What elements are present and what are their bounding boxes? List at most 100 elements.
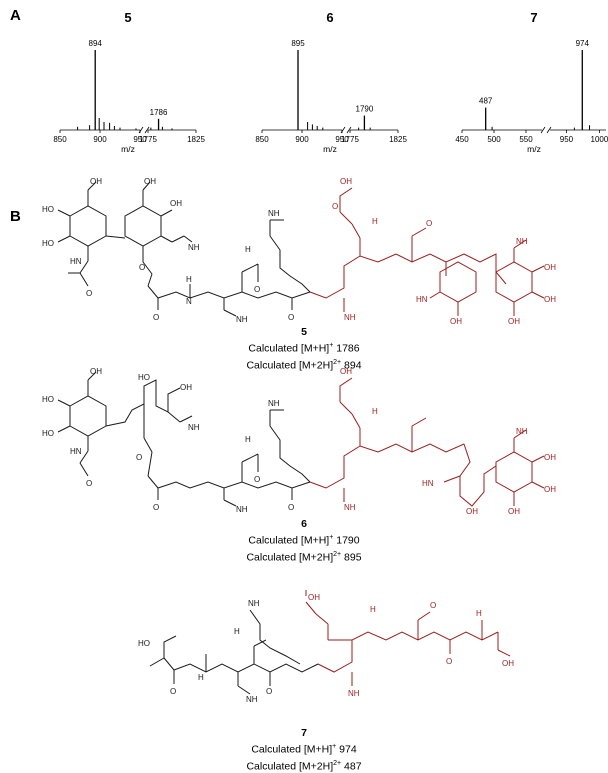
atom-ho: HO [138,373,150,382]
peptide-black: HO O H NH NH H O [138,599,318,704]
atom-oh: OH [450,317,462,326]
atom-o: O [86,479,92,488]
caption-7: 7 Calculated [M+H]+ 974 Calculated [M+2H… [0,727,608,773]
panel-label-b: B [10,208,21,225]
x-tick-label: 500 [487,135,501,144]
atom-oh: OH [340,177,352,186]
atom-oh: OH [170,199,182,208]
atom-oh: OH [544,485,556,494]
atom-hn: HN [70,257,82,266]
calc-m2h-line: Calculated [M+2H]2+ 487 [0,757,608,773]
atom-o: O [288,313,294,322]
compound-number: 6 [0,518,608,531]
atom-oh: OH [544,295,556,304]
atom-nh2: NH [236,315,248,324]
atom-oh: OH [502,659,514,668]
calc-m2h-line: Calculated [M+2H]2+ 895 [0,548,608,565]
calc-mh-line: Calculated [M+H]+ 1790 [0,531,608,548]
compound-number: 7 [0,727,608,740]
atom-nh2: NH [268,209,280,218]
calc-mh-line: Calculated [M+H]+ 974 [0,740,608,757]
atom-ho: HO [42,205,54,214]
caption-6: 6 Calculated [M+H]+ 1790 Calculated [M+2… [0,518,608,564]
x-tick-label: 550 [519,135,533,144]
atom-o: O [266,687,272,696]
atom-hn: HN [70,447,82,456]
x-tick-label: 1775 [341,135,359,144]
atom-nh2: NH [344,313,356,322]
atom-oh: OH [144,177,156,186]
atom-n: N [186,297,192,306]
compound-number: 5 [0,326,608,339]
spectrum-title: 7 [530,10,537,25]
atom-oh: OH [544,263,556,272]
x-axis-title: m/z [323,144,337,154]
atom-oh: OH [544,453,556,462]
atom-h2n: H [372,407,378,416]
x-tick-label: 450 [455,135,469,144]
atom-o: O [153,313,159,322]
x-tick-label: 850 [53,135,67,144]
atom-nh2: NH [348,689,360,698]
atom-h2n: H [370,605,376,614]
atom-hn: HN [422,479,434,488]
disaccharide-left: OH HO HO HO OH HN NH O O [42,367,200,488]
x-axis-title: m/z [527,144,541,154]
atom-o: O [288,503,294,512]
atom-nh: NH [516,427,528,436]
structure-5: OH OH HO HO OH HN NH O O O H N NH O NH H… [40,176,580,326]
x-tick-label: 1775 [139,135,157,144]
atom-o: O [136,453,142,462]
atom-o: O [153,503,159,512]
atom-oh: OH [508,317,520,326]
x-tick-label: 1825 [187,135,205,144]
atom-nh2: NH [236,505,248,514]
atom-o: O [254,285,260,294]
atom-nh2: NH [344,503,356,512]
peptide-red: OH NH H O O H OH [306,590,514,698]
atom-oh: OH [508,507,520,516]
x-tick-label: 900 [295,135,309,144]
atom-o: O [86,289,92,298]
atom-h2n: H [372,217,378,226]
peak-label: 895 [291,39,305,48]
spectrum-title: 6 [326,10,333,25]
atom-h: H [186,275,192,284]
atom-oh: OH [466,507,478,516]
atom-ho: HO [42,429,54,438]
atom-o: O [254,475,260,484]
atom-o: O [446,657,452,666]
atom-o: O [170,687,176,696]
x-axis-title: m/z [121,144,135,154]
peptide-red: OH O NH H O NH OH OH OH HN OH [310,177,556,326]
x-tick-label: 1825 [389,135,407,144]
atom-o: O [430,601,436,610]
atom-h2n: H [245,245,251,254]
peptide-black: O H N NH O NH H O [148,209,310,324]
peptide-black: O NH O NH H O [148,399,310,514]
atom-oh: OH [90,367,102,376]
structure-7: HO O H NH NH H O OH NH H O O H OH [130,590,520,720]
atom-h: H [476,609,482,618]
spectrum-title: 5 [124,10,131,25]
atom-o: O [332,202,338,211]
atom-ho: HO [42,395,54,404]
atom-nh2: NH [268,399,280,408]
peak-label: 1786 [150,108,168,117]
atom-hn: HN [416,295,428,304]
atom-oh: OH [340,367,352,376]
x-tick-label: 1000 [591,135,608,144]
atom-h2n: H [245,435,251,444]
x-tick-label: 900 [93,135,107,144]
atom-nh: NH [188,243,200,252]
atom-ho: HO [138,639,150,648]
atom-oh: OH [308,593,320,602]
peptide-red: OH NH H NH OH OH OH HN OH [310,367,556,516]
atom-o: O [139,263,145,272]
peak-label: 1790 [356,105,374,114]
structure-6: OH HO HO HO OH HN NH O O O NH O NH H O [40,366,580,516]
atom-oh: OH [180,383,192,392]
atom-nh: NH [188,423,200,432]
peak-label: 894 [89,39,103,48]
